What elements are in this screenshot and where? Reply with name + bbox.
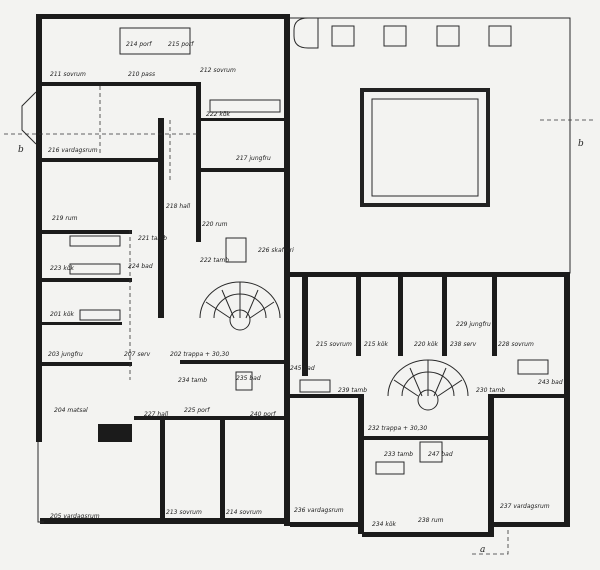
room-label-r215: 215 porf xyxy=(168,41,194,48)
right-wing-walls xyxy=(284,272,570,537)
room-label-r247: 247 bad xyxy=(428,451,453,458)
room-label-r238s: 238 serv xyxy=(450,341,477,348)
room-label-r221: 221 tamb xyxy=(138,235,167,242)
room-label-r207: 207 serv xyxy=(124,351,151,358)
room-label-r219: 219 rum xyxy=(52,215,78,222)
room-label-r240: 240 porf xyxy=(250,411,276,418)
section-mark-b-right: b xyxy=(578,139,584,149)
room-label-r202: 202 trappa + 30,30 xyxy=(170,351,229,358)
section-line-a xyxy=(470,530,509,555)
room-label-r211: 211 sovrum xyxy=(50,71,86,78)
room-label-r224: 224 bad xyxy=(128,263,153,270)
room-label-r201: 201 kök xyxy=(50,311,75,318)
room-label-r229j: 229 jungfru xyxy=(456,321,491,328)
room-label-r220: 220 rum xyxy=(202,221,228,228)
room-label-r213: 213 sovrum xyxy=(166,509,202,516)
room-label-r228s: 228 sovrum xyxy=(498,341,534,348)
room-label-r233: 233 tamb xyxy=(384,451,413,458)
room-label-r243: 243 bad xyxy=(538,379,563,386)
room-label-r205: 205 vardagsrum xyxy=(50,513,100,520)
room-label-r212: 212 sovrum xyxy=(200,67,236,74)
room-label-r218: 218 hall xyxy=(166,203,191,210)
room-label-r235: 235 bad xyxy=(236,375,261,382)
room-label-r238r: 238 rum xyxy=(418,517,444,524)
room-label-r216: 216 vardagsrum xyxy=(48,147,98,154)
room-label-r230: 230 tamb xyxy=(476,387,505,394)
room-label-r236: 236 vardagsrum xyxy=(294,507,344,514)
room-label-r217: 217 jungfru xyxy=(236,155,271,162)
section-line-b xyxy=(4,119,596,135)
room-labels: 211 sovrum 212 sovrum 210 pass 214 porf 215 … xyxy=(48,41,563,528)
right-staircase xyxy=(387,359,469,411)
room-label-r223: 223 kök xyxy=(50,265,75,272)
room-label-r2142: 214 sovrum xyxy=(226,509,262,516)
courtyard-pillars xyxy=(293,17,512,49)
room-label-r203: 203 jungfru xyxy=(48,351,83,358)
room-label-r239: 239 tamb xyxy=(338,387,367,394)
room-label-r215k: 215 kök xyxy=(364,341,389,348)
room-label-r245: 245 bad xyxy=(290,365,315,372)
room-label-r225: 225 porf xyxy=(184,407,210,414)
room-label-r222: 222 kök xyxy=(206,111,231,118)
room-label-r226: 226 skafferi xyxy=(258,247,294,254)
room-label-r204: 204 matsal xyxy=(54,407,88,414)
courtyard-planter-inner xyxy=(371,98,479,197)
left-staircase xyxy=(199,281,281,331)
glazed-corner xyxy=(37,442,44,523)
room-label-r227: 227 hall xyxy=(144,411,169,418)
section-mark-a: a xyxy=(480,545,485,555)
room-label-r210: 210 pass xyxy=(128,71,155,78)
room-label-r234k: 234 kök xyxy=(372,521,397,528)
room-label-r234: 234 tamb xyxy=(178,377,207,384)
circulation-lines xyxy=(99,86,171,380)
courtyard-planter xyxy=(360,88,490,207)
outer-walls xyxy=(36,14,290,524)
section-mark-b-left: b xyxy=(18,145,24,155)
room-label-r214: 214 porf xyxy=(126,41,152,48)
room-label-r237: 237 vardagsrum xyxy=(500,503,550,510)
room-label-r220k: 220 kök xyxy=(414,341,439,348)
room-label-r222b: 222 tamb xyxy=(200,257,229,264)
bay-window xyxy=(21,91,37,145)
room-label-r215s: 215 sovrum xyxy=(316,341,352,348)
fixtures xyxy=(69,27,549,475)
room-label-r232: 232 trappa + 30,30 xyxy=(368,425,427,432)
